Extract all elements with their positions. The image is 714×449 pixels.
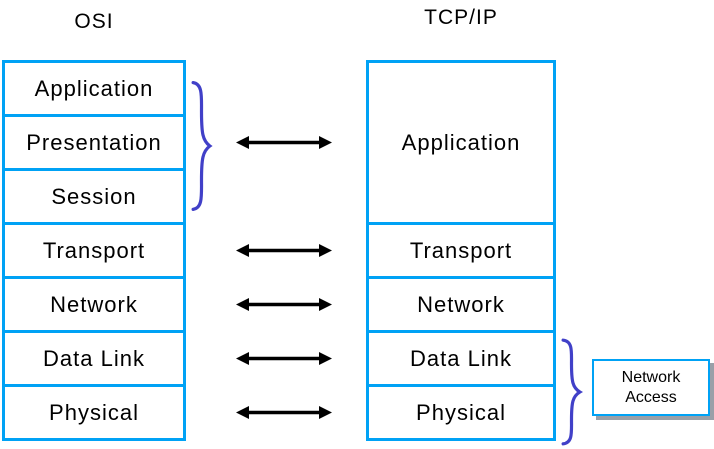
tcpip-column-title: TCP/IP [424, 6, 498, 29]
osi-layer-physical: Physical [2, 384, 186, 441]
tcpip-layer-application: Application [366, 60, 556, 225]
network-access-label-line1: Network [621, 368, 681, 386]
osi-layer-session: Session [2, 168, 186, 225]
tcpip-layer-physical: Physical [366, 384, 556, 441]
tcpip-layer-data-link: Data Link [366, 330, 556, 387]
double-arrow-icon-network [236, 296, 332, 313]
osi-layer-network: Network [2, 276, 186, 333]
osi-layer-application: Application [2, 60, 186, 117]
curly-brace-icon-network-access-group [560, 338, 583, 446]
double-arrow-icon-transport [236, 242, 332, 259]
double-arrow-icon-physical [236, 404, 332, 421]
tcpip-layer-stack: Application Transport Network Data Link … [366, 60, 556, 441]
network-access-callout: Network Access [592, 359, 710, 416]
tcpip-layer-network: Network [366, 276, 556, 333]
curly-brace-icon-osi-upper-layers [190, 80, 213, 212]
osi-layer-transport: Transport [2, 222, 186, 279]
osi-layer-stack: Application Presentation Session Transpo… [2, 60, 186, 441]
osi-layer-presentation: Presentation [2, 114, 186, 171]
tcpip-layer-transport: Transport [366, 222, 556, 279]
double-arrow-icon-data-link [236, 350, 332, 367]
double-arrow-icon-upper-to-application [236, 134, 332, 151]
osi-column-title: OSI [74, 10, 114, 33]
osi-layer-data-link: Data Link [2, 330, 186, 387]
network-access-label-line2: Access [625, 388, 677, 406]
